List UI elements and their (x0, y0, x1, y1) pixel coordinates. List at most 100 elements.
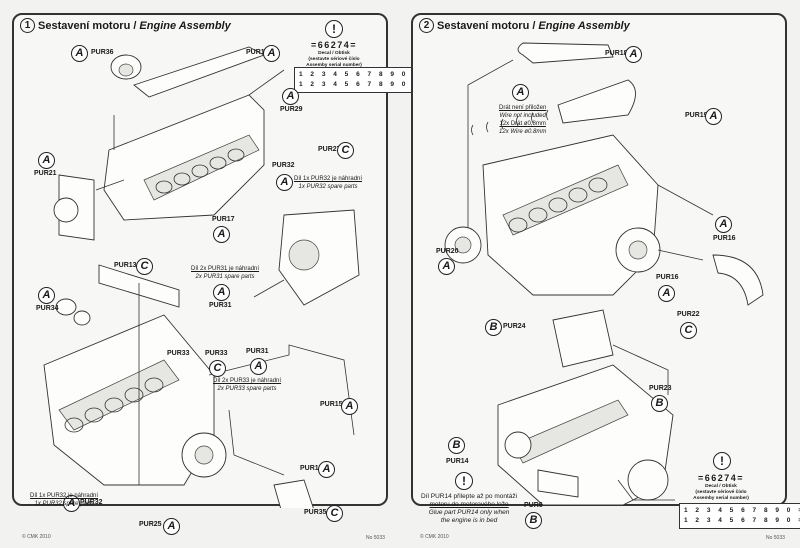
note-cz: Díl 2x PUR33 je náhradní (213, 378, 282, 384)
engine-assembly-drawing-1 (43, 46, 360, 508)
sprue-badge-pur29: A (282, 88, 299, 105)
part-label-pur14: PUR14 (446, 458, 469, 465)
copyright-right: © CMK 2010 (420, 534, 449, 540)
title-cz: Sestavení motoru / (437, 19, 536, 32)
sprue-badge-wire: A (512, 84, 529, 101)
warning-icon: ! (713, 452, 731, 470)
spare-parts-note-pur32-bottom: Díl 1x PUR32 je náhradní 1x PUR32 spare … (30, 492, 98, 508)
copyright-left: © CMK 2010 (22, 534, 51, 540)
sprue-badge-pur14: B (448, 437, 465, 454)
title-en: Engine Assembly (139, 19, 231, 32)
part-label-pur24: PUR24 (503, 323, 526, 330)
sprue-badge-pur23: B (651, 395, 668, 412)
part-label-pur22: PUR22 (677, 311, 700, 318)
warning-icon: ! (455, 472, 473, 490)
sprue-badge-pur20: A (438, 258, 455, 275)
serial-decal-sheet: 1 2 3 4 5 6 7 8 9 0 = 1 2 3 4 5 6 7 8 9 … (294, 67, 426, 93)
note-cz: Díl 1x PUR32 je náhradní (294, 176, 363, 182)
decal-caption-en: Assemby serial number) (306, 63, 362, 68)
decal-caption-cz2: (sestavte sériové číslo (695, 490, 747, 495)
sprue-badge-pur34: A (38, 287, 55, 304)
part-label-pur16: PUR16 (656, 274, 679, 281)
note-en: 12x Wire ø0.8mm (499, 129, 547, 135)
sprue-badge-pur31: A (250, 358, 267, 375)
decal-row: 1 2 3 4 5 6 7 8 9 0 = (684, 507, 800, 514)
part-label-pur15: PUR15 (300, 465, 323, 472)
title-cz: Sestavení motoru / (38, 19, 137, 32)
sprue-badge-pur36: A (71, 45, 88, 62)
part-label-pur20: PUR20 (436, 248, 459, 255)
glue-note-pur14: Díl PUR14 přilepte až po montáži motoru … (421, 493, 517, 525)
note-cz: 12x Drát ø0,8mm (499, 121, 546, 127)
part-label-pur33: PUR33 (205, 350, 228, 357)
note-cz: Drát není přiložen (499, 105, 547, 111)
note-en: the engine is in bed (440, 517, 498, 524)
sprue-badge-pur35: C (326, 505, 343, 522)
step-number: 1 (20, 18, 35, 33)
decal-caption: Decal / Obtisk (sestavte sériové číslo A… (296, 51, 372, 69)
title-en: Engine Assembly (538, 19, 630, 32)
part-label-pur17: PUR17 (212, 216, 235, 223)
sprue-badge-pur16: A (715, 216, 732, 233)
catalog-number-right: No 5033 (766, 535, 785, 541)
part-label-pur23: PUR23 (649, 385, 672, 392)
sprue-badge-pur13: C (136, 258, 153, 275)
part-label-pur34: PUR34 (36, 305, 59, 312)
sprue-badge-pur32: A (276, 174, 293, 191)
step-number: 2 (419, 18, 434, 33)
decal-row: 1 2 3 4 5 6 7 8 9 0 = (299, 81, 421, 88)
note-en: 2x PUR33 spare parts (217, 386, 277, 392)
part-label-pur27: PUR27 (318, 146, 341, 153)
decal-caption: Decal / Obtisk (sestavte sériové číslo A… (683, 484, 759, 502)
decal-caption-en: Assemby serial number) (693, 496, 749, 501)
serial-decal-sheet: 1 2 3 4 5 6 7 8 9 0 = 1 2 3 4 5 6 7 8 9 … (679, 503, 800, 529)
spare-parts-note-pur31: Díl 2x PUR31 je náhradní 2x PUR31 spare … (191, 265, 259, 281)
step-2-panel: 2 Sestavení motoru / Engine Assembly PUR… (411, 13, 800, 529)
part-label-pur18: PUR18 (605, 50, 628, 57)
spare-parts-note-pur33: Díl 2x PUR33 je náhradní 2x PUR33 spare … (213, 377, 281, 393)
part-label-pur31: PUR31 (246, 348, 269, 355)
step-2-title: 2 Sestavení motoru / Engine Assembly (419, 18, 630, 33)
sprue-badge-pur27: C (337, 142, 354, 159)
note-cz: Díl 1x PUR32 je náhradní (30, 493, 99, 499)
note-cz: motoru do motorového lože (429, 501, 509, 508)
note-en: Wire not included (499, 113, 546, 119)
sprue-badge-pur22: C (680, 322, 697, 339)
decal-caption-cz2: (sestavte sériové číslo (308, 57, 360, 62)
decal-row: 1 2 3 4 5 6 7 8 9 0 = (684, 517, 800, 524)
part-label-pur6: PUR6 (524, 502, 543, 509)
part-label-pur13: PUR13 (114, 262, 137, 269)
sprue-badge-pur21: A (38, 152, 55, 169)
part-label-pur35: PUR35 (304, 509, 327, 516)
step-1-panel: 1 Sestavení motoru / Engine Assembly ! =… (12, 13, 426, 535)
sprue-badge-pur33: C (209, 360, 226, 377)
sprue-badge-pur17: A (213, 226, 230, 243)
decal-row: 1 2 3 4 5 6 7 8 9 0 = (299, 71, 421, 78)
spare-parts-note-pur32: Díl 1x PUR32 je náhradní 1x PUR32 spare … (294, 175, 362, 191)
part-label-pur21: PUR21 (34, 170, 57, 177)
wire-note: Drát není přiložen Wire not included 12x… (499, 104, 546, 136)
step-1-title: 1 Sestavení motoru / Engine Assembly (20, 18, 231, 33)
note-cz: Díl 2x PUR31 je náhradní (191, 266, 260, 272)
serial-number: =66274= (697, 473, 745, 483)
part-label-pur16: PUR16 (713, 235, 736, 242)
catalog-number-left: No 5033 (366, 535, 385, 541)
note-en: 2x PUR31 spare parts (195, 274, 255, 280)
warning-icon: ! (325, 20, 343, 38)
sprue-badge-pur19: A (705, 108, 722, 125)
sprue-badge-pur32: A (63, 495, 80, 512)
note-en: 1x PUR32 spare parts (34, 501, 94, 507)
part-label-pur32: PUR32 (272, 162, 295, 169)
part-label-pur33: PUR33 (167, 350, 190, 357)
sprue-badge-pur31: A (213, 284, 230, 301)
part-label-pur29: PUR29 (280, 106, 303, 113)
sprue-badge-pur6: B (525, 512, 542, 529)
sprue-badge-pur18: A (625, 46, 642, 63)
note-cz: Díl PUR14 přilepte až po montáži (421, 493, 518, 500)
engine-assembly-drawing-2 (444, 42, 764, 506)
part-label-pur32: PUR32 (80, 499, 103, 506)
note-en: 1x PUR32 spare parts (298, 184, 358, 190)
part-label-pur31: PUR31 (209, 302, 232, 309)
sprue-badge-pur24: B (485, 319, 502, 336)
note-en: Glue part PUR14 only when (428, 509, 510, 516)
